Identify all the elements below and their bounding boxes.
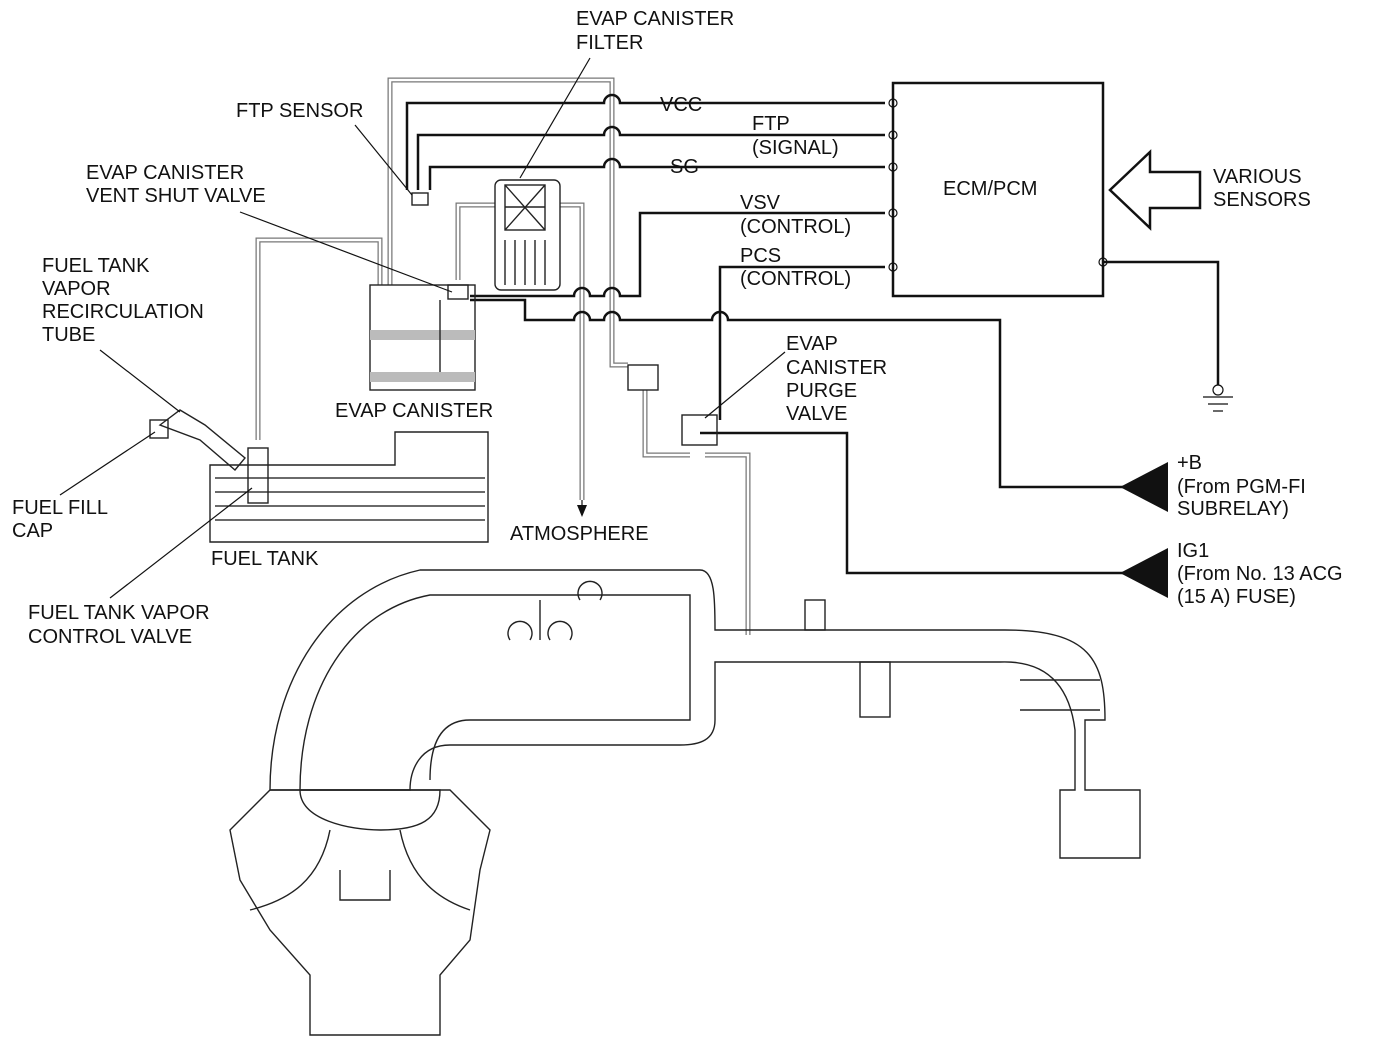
label-various-sensors-1: VARIOUS	[1213, 166, 1302, 188]
vapor-control-valve	[247, 447, 269, 504]
vent-shut-valve	[447, 284, 469, 300]
label-recirc-tube-1: FUEL TANK	[42, 255, 150, 277]
label-vapor-control-valve-2: CONTROL VALVE	[28, 626, 192, 648]
ig1-connector-icon	[1120, 548, 1168, 598]
engine	[229, 789, 491, 1036]
fuel-fill-cap	[149, 419, 169, 439]
label-fuel-fill-cap-2: CAP	[12, 520, 53, 542]
wiring	[405, 93, 1220, 575]
label-evap-canister-filter-1: EVAP CANISTER	[576, 8, 734, 30]
label-fuel-fill-cap-1: FUEL FILL	[12, 497, 108, 519]
label-ftp-signal: (SIGNAL)	[752, 137, 839, 159]
label-ftp: FTP	[752, 113, 790, 135]
label-pcs-control: (CONTROL)	[740, 268, 851, 290]
label-plus-b-1: +B	[1177, 452, 1202, 474]
label-vent-shut-valve-2: VENT SHUT VALVE	[86, 185, 266, 207]
label-various-sensors-2: SENSORS	[1213, 189, 1311, 211]
label-vapor-control-valve-1: FUEL TANK VAPOR	[28, 602, 210, 624]
label-ig1-2: (From No. 13 ACG	[1177, 563, 1343, 585]
label-ig1-1: IG1	[1177, 540, 1209, 562]
ecm-pcm-box	[891, 81, 1105, 298]
label-ftp-sensor: FTP SENSOR	[236, 100, 363, 122]
label-fuel-tank: FUEL TANK	[211, 548, 319, 570]
labels: EVAP CANISTER FILTER FTP SENSOR EVAP CAN…	[12, 8, 1343, 648]
fuel-tank	[209, 431, 489, 543]
label-purge-valve-4: VALVE	[786, 403, 848, 425]
label-recirc-tube-2: VAPOR	[42, 278, 111, 300]
ecm-terminals	[888, 98, 1108, 272]
label-recirc-tube-4: TUBE	[42, 324, 95, 346]
label-vsv-control: (CONTROL)	[740, 216, 851, 238]
various-sensors-arrow-icon	[1108, 149, 1202, 231]
fuel-filler-neck	[158, 409, 246, 471]
ftp-sensor	[411, 192, 429, 206]
label-purge-valve-3: PURGE	[786, 380, 857, 402]
label-ecm-pcm: ECM/PCM	[943, 178, 1037, 200]
label-pcs: PCS	[740, 245, 781, 267]
label-evap-canister: EVAP CANISTER	[335, 400, 493, 422]
evap-purge-valve	[627, 364, 718, 446]
plus-b-connector-icon	[1120, 462, 1168, 512]
label-recirc-tube-3: RECIRCULATION	[42, 301, 204, 323]
ground-icon	[1203, 384, 1233, 412]
label-vent-shut-valve-1: EVAP CANISTER	[86, 162, 244, 184]
label-purge-valve-1: EVAP	[786, 333, 838, 355]
label-evap-canister-filter-2: FILTER	[576, 32, 643, 54]
label-sg: SG	[670, 156, 699, 178]
evap-canister	[369, 284, 476, 391]
label-vcc: VCC	[660, 94, 702, 116]
label-plus-b-3: SUBRELAY)	[1177, 498, 1289, 520]
label-ig1-3: (15 A) FUSE)	[1177, 586, 1296, 608]
atmosphere-arrow-icon	[577, 505, 587, 517]
label-plus-b-2: (From PGM-FI	[1177, 476, 1306, 498]
evap-canister-filter	[494, 179, 561, 291]
label-atmosphere: ATMOSPHERE	[510, 523, 649, 545]
label-vsv: VSV	[740, 192, 781, 214]
intake-manifold	[269, 569, 1141, 859]
label-purge-valve-2: CANISTER	[786, 357, 887, 379]
